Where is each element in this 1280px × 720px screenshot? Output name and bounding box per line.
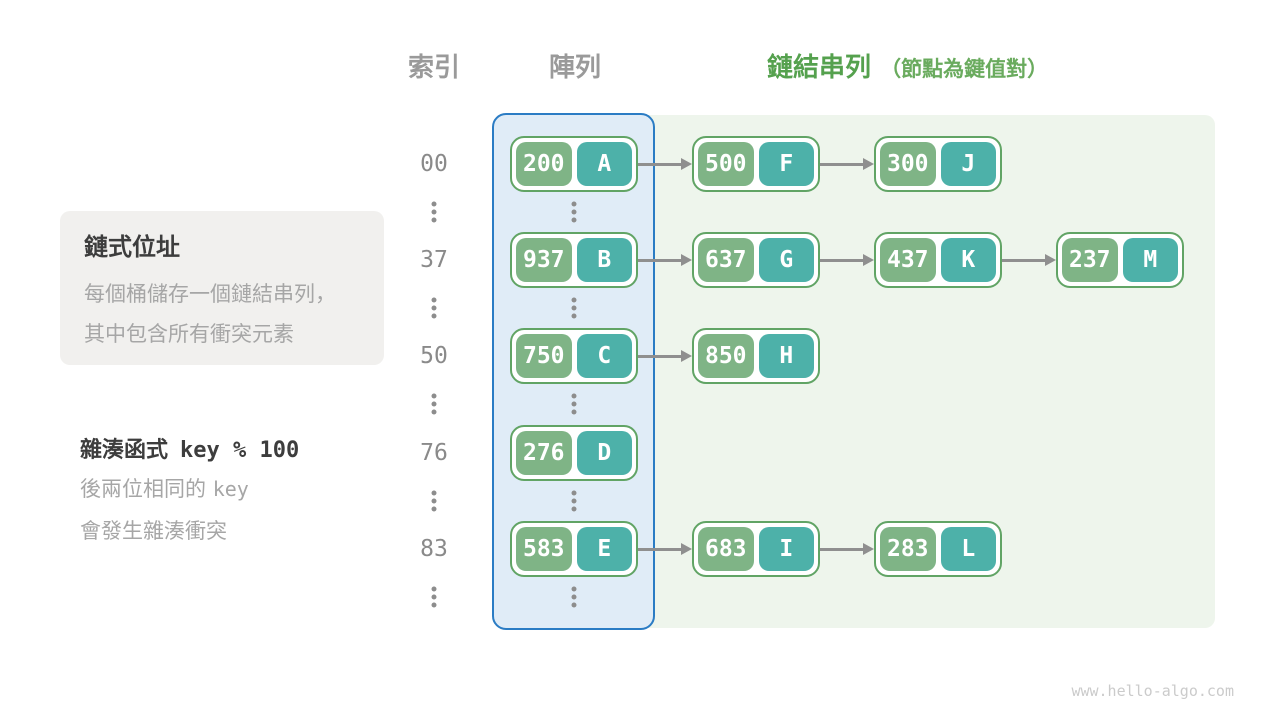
hash-function-note: 雜湊函式 key % 100 後兩位相同的 key 會發生雜湊衝突 — [80, 435, 299, 551]
node-key: 937 — [516, 238, 572, 282]
bucket-row: 750 C 850 H — [510, 328, 820, 384]
bucket-node: 937 B — [510, 232, 638, 288]
hash-function-label: 雜湊函式 — [80, 438, 169, 463]
node-value: C — [576, 334, 632, 378]
node-key: 276 — [516, 431, 572, 475]
node-key: 850 — [698, 334, 754, 378]
chain-node: 283 L — [874, 521, 1002, 577]
node-key: 583 — [516, 527, 572, 571]
node-key: 300 — [880, 142, 936, 186]
bucket-row: 200 A 500 F 300 J — [510, 136, 1002, 192]
node-value: I — [758, 527, 814, 571]
arrow-right-icon — [820, 158, 874, 170]
index-label: 83 — [420, 536, 448, 562]
ellipsis-icon — [431, 199, 437, 226]
arrow-right-icon — [820, 254, 874, 266]
chain-node: 437 K — [874, 232, 1002, 288]
arrow-right-icon — [638, 350, 692, 362]
ellipsis-icon — [431, 584, 437, 611]
hash-note-line2: 會發生雜湊衝突 — [80, 519, 227, 543]
node-key: 283 — [880, 527, 936, 571]
node-value: M — [1122, 238, 1178, 282]
ellipsis-icon — [431, 391, 437, 418]
node-value: L — [940, 527, 996, 571]
watermark: www.hello-algo.com — [1071, 682, 1234, 700]
hash-note-line1-key: key — [212, 477, 249, 501]
chain-node: 237 M — [1056, 232, 1184, 288]
chain-node: 300 J — [874, 136, 1002, 192]
bucket-row: 583 E 683 I 283 L — [510, 521, 1002, 577]
node-value: K — [940, 238, 996, 282]
chain-node: 500 F — [692, 136, 820, 192]
chain-node: 683 I — [692, 521, 820, 577]
node-key: 750 — [516, 334, 572, 378]
linked-list-note: （節點為鍵值對） — [880, 57, 1049, 81]
node-value: F — [758, 142, 814, 186]
ellipsis-icon — [571, 199, 577, 226]
bucket-row: 937 B 637 G 437 K 237 M — [510, 232, 1184, 288]
ellipsis-icon — [571, 584, 577, 611]
node-value: E — [576, 527, 632, 571]
linked-list-title: 鏈結串列 — [767, 53, 872, 83]
column-header-linked-list: 鏈結串列 （節點為鍵值對） — [767, 53, 1048, 86]
node-key: 683 — [698, 527, 754, 571]
arrow-right-icon — [638, 254, 692, 266]
node-value: D — [576, 431, 632, 475]
column-header-index: 索引 — [407, 53, 461, 83]
chaining-note-title: 鏈式位址 — [84, 233, 180, 261]
node-value: B — [576, 238, 632, 282]
bucket-node: 583 E — [510, 521, 638, 577]
ellipsis-icon — [571, 391, 577, 418]
node-value: A — [576, 142, 632, 186]
arrow-right-icon — [638, 543, 692, 555]
node-value: H — [758, 334, 814, 378]
hash-note-line1: 後兩位相同的 — [80, 477, 206, 501]
chain-node: 637 G — [692, 232, 820, 288]
bucket-node: 276 D — [510, 425, 638, 481]
hash-function-formula: key % 100 — [180, 438, 300, 463]
index-label: 50 — [420, 343, 448, 369]
ellipsis-icon — [571, 295, 577, 322]
ellipsis-icon — [431, 488, 437, 515]
arrow-right-icon — [638, 158, 692, 170]
bucket-node: 750 C — [510, 328, 638, 384]
chaining-note-box: 鏈式位址 每個桶儲存一個鏈結串列， 其中包含所有衝突元素 — [60, 211, 384, 365]
node-value: G — [758, 238, 814, 282]
node-key: 237 — [1062, 238, 1118, 282]
chaining-note-line2: 其中包含所有衝突元素 — [84, 322, 294, 346]
index-label: 00 — [420, 151, 448, 177]
node-key: 200 — [516, 142, 572, 186]
bucket-row: 276 D — [510, 425, 638, 481]
column-header-array: 陣列 — [548, 53, 602, 83]
index-label: 76 — [420, 440, 448, 466]
node-key: 500 — [698, 142, 754, 186]
node-value: J — [940, 142, 996, 186]
arrow-right-icon — [820, 543, 874, 555]
ellipsis-icon — [431, 295, 437, 322]
arrow-right-icon — [1002, 254, 1056, 266]
ellipsis-icon — [571, 488, 577, 515]
index-label: 37 — [420, 247, 448, 273]
node-key: 437 — [880, 238, 936, 282]
bucket-node: 200 A — [510, 136, 638, 192]
chain-node: 850 H — [692, 328, 820, 384]
node-key: 637 — [698, 238, 754, 282]
chaining-note-line1: 每個桶儲存一個鏈結串列， — [84, 282, 336, 306]
